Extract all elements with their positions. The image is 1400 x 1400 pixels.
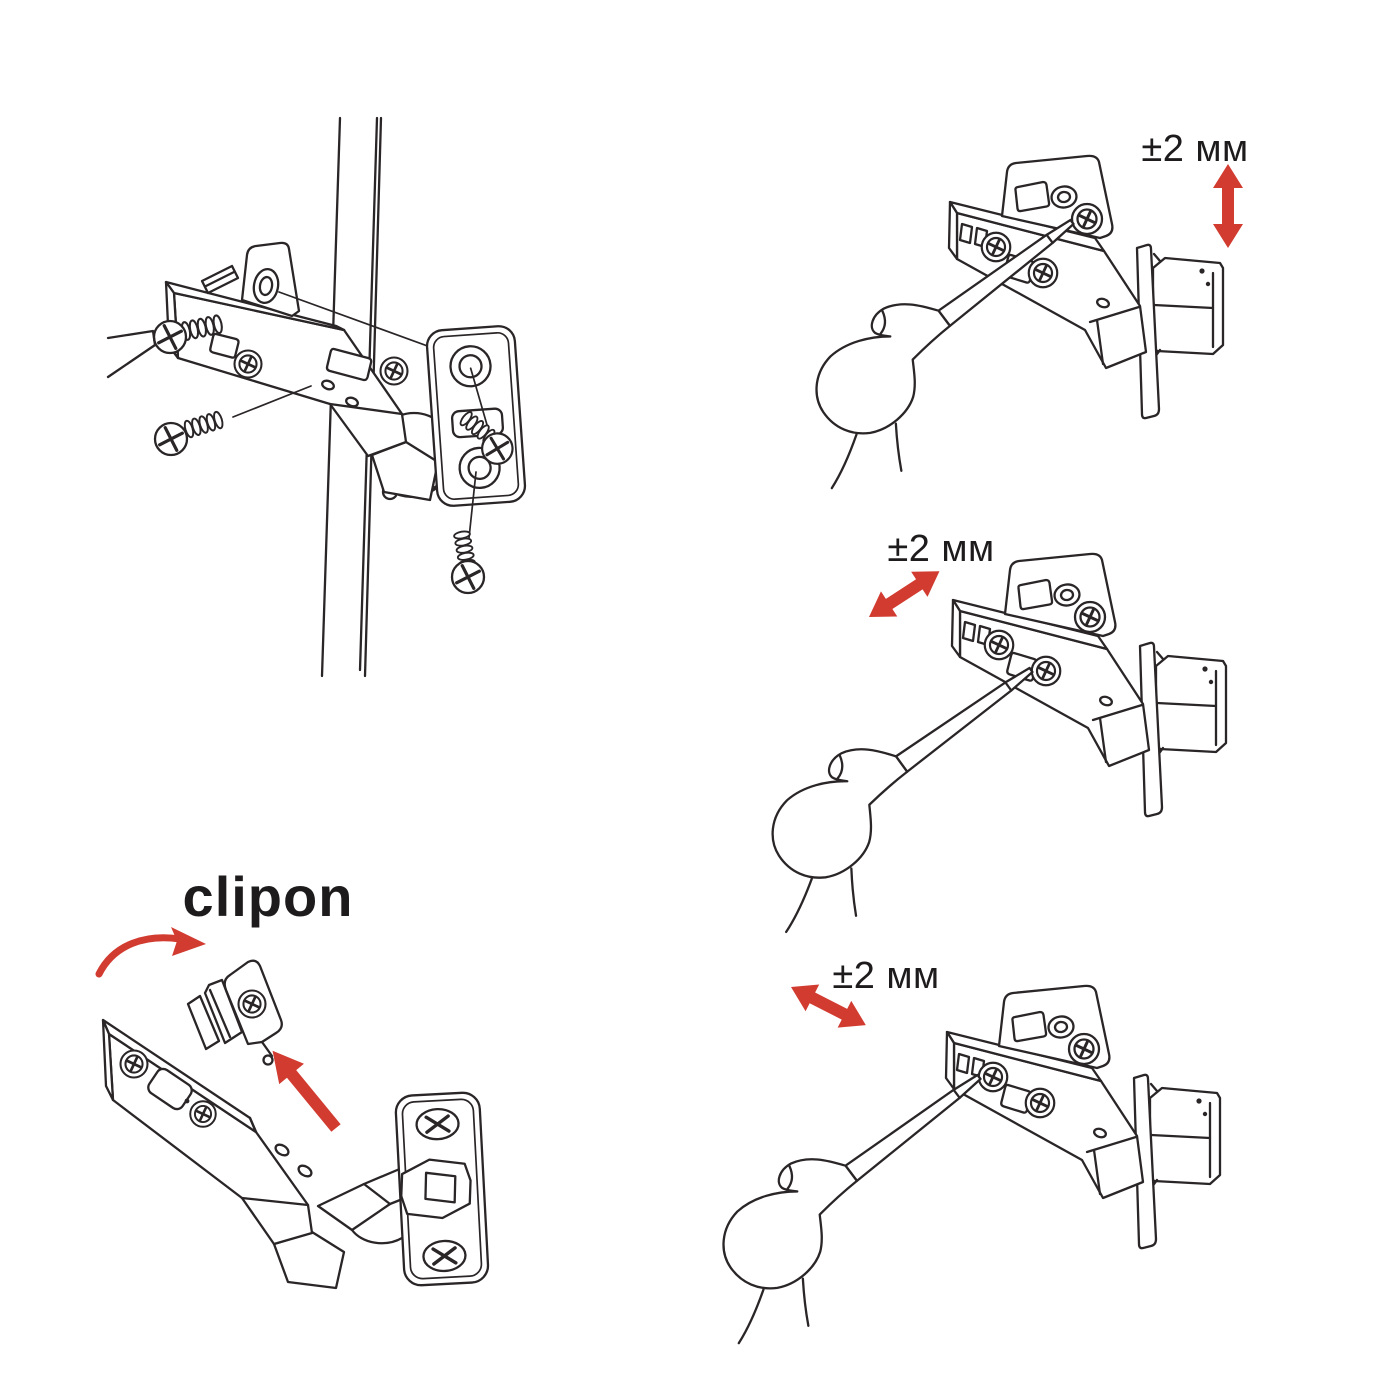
adjustment-label: ±2 мм [832, 955, 939, 997]
red-arrow-vertical-icon [1213, 164, 1243, 248]
curved-red-arrow-icon [95, 927, 206, 978]
screw-icon [153, 385, 312, 457]
mounting-plate-icon [425, 325, 527, 507]
panel-clip-on: clipon [95, 865, 490, 1290]
mounting-plate-icon [394, 1091, 490, 1287]
hinge-arm-icon [946, 986, 1220, 1248]
red-arrow-up-left-icon [260, 1040, 349, 1139]
screwdriver-blade-icon [106, 329, 157, 379]
clipon-label: clipon [183, 865, 354, 928]
panel-mounting [106, 116, 527, 678]
screw-icon [450, 471, 486, 595]
panel-depth-adjust: ±2 мм [719, 528, 1226, 956]
hinge-knuckle [272, 1166, 412, 1290]
hinge-arm-icon [952, 554, 1226, 816]
adjustment-label: ±2 мм [887, 528, 994, 570]
adjustment-label: ±2 мм [1141, 128, 1248, 170]
panel-side-adjust: ±2 мм [670, 955, 1220, 1367]
spring-screw [106, 313, 225, 379]
hinge-arm-icon [101, 959, 314, 1246]
panel-vertical-adjust: ±2 мм [763, 128, 1248, 512]
